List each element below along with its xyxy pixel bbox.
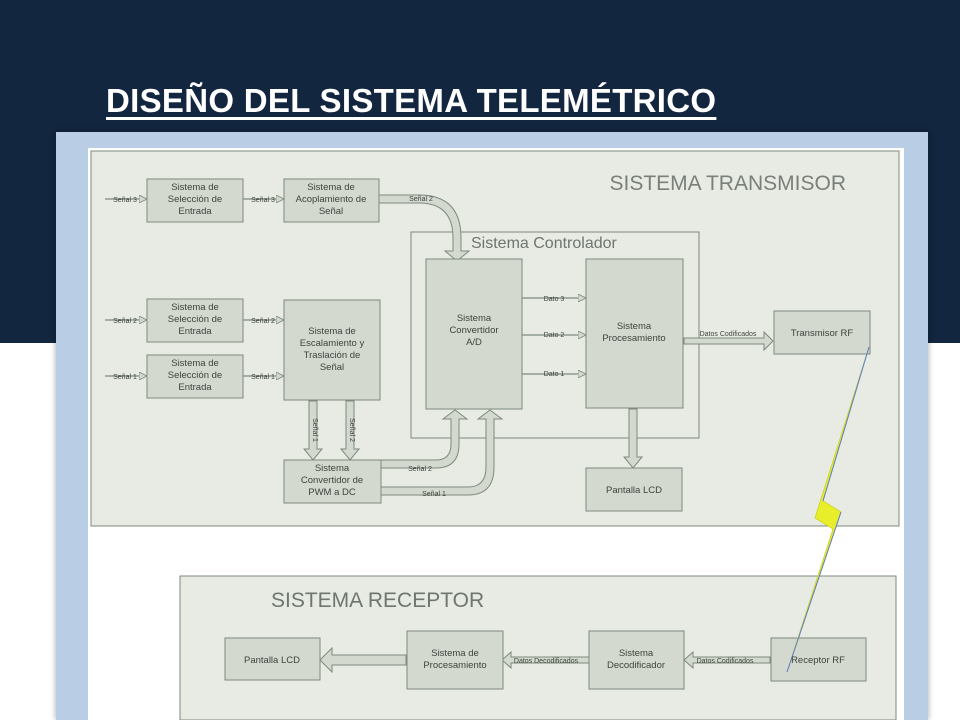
in-senal2-label: Señal 2 [113, 318, 137, 325]
controlador-title: Sistema Controlador [471, 235, 618, 252]
in-senal3-label: Señal 3 [113, 197, 137, 204]
escalamiento-senal1-arrow [302, 400, 324, 461]
transmisor-title: SISTEMA TRANSMISOR [610, 172, 847, 195]
receptor-rf-box [770, 637, 867, 682]
slide-title: DISEÑO DEL SISTEMA TELEMÉTRICO [106, 82, 717, 119]
rf-link-line-bottom [786, 511, 842, 673]
rx-decodificados-arrow [501, 650, 590, 670]
dato1-label: Dato 1 [544, 371, 565, 378]
dato2-label: Dato 2 [544, 332, 565, 339]
convertidor-ad-box [425, 258, 523, 410]
seleccion-entrada-1-box [146, 354, 244, 399]
vert-senal1-label: Señal 1 [311, 418, 318, 442]
procesamiento-tx-box [585, 258, 684, 409]
mid-senal1-label: Señal 1 [251, 374, 275, 381]
rf-link-line-top [822, 346, 870, 502]
transmisor-rf-label: Transmisor RF [791, 328, 854, 339]
diagram-canvas: SISTEMA TRANSMISOR Sistema Controlador S… [90, 150, 900, 720]
receptor-rf-label: Receptor RF [791, 655, 845, 666]
procesamiento-to-lcd-arrow [622, 408, 644, 469]
rx-to-lcd-arrow [319, 646, 407, 674]
seleccion-entrada-3-box [146, 178, 244, 223]
escalamiento-senal2-arrow [339, 400, 361, 461]
telemetry-diagram: SISTEMA TRANSMISOR Sistema Controlador S… [88, 148, 904, 720]
seleccion-entrada-2-box [146, 298, 244, 343]
pwm-out2-label: Señal 2 [408, 466, 432, 473]
receptor-title: SISTEMA RECEPTOR [271, 589, 484, 612]
escalamiento-box [283, 299, 381, 401]
acoplamiento-out-label: Señal 2 [409, 196, 433, 203]
pantalla-lcd-tx-box [585, 467, 683, 512]
rx-codificados-arrow [683, 650, 771, 670]
dato3-label: Dato 3 [544, 296, 565, 303]
pantalla-lcd-rx-box [224, 637, 321, 681]
datos-decodificados-label: Datos Decodificados [514, 658, 579, 665]
decodificador-box [588, 630, 685, 690]
pantalla-lcd-tx-label: Pantalla LCD [606, 485, 662, 496]
pwm-box [283, 459, 382, 504]
pwm-senal2-arrow [380, 409, 469, 469]
datos-codificados-tx-label: Datos Codificados [700, 331, 757, 338]
in-senal1-label: Señal 1 [113, 374, 137, 381]
procesamiento-rx-box [406, 630, 504, 690]
datos-codificados-arrow [683, 330, 774, 352]
pantalla-lcd-rx-label: Pantalla LCD [244, 655, 300, 666]
mid-senal3-label: Señal 3 [251, 197, 275, 204]
transmisor-rf-box [773, 310, 871, 355]
datos-codificados-rx-label: Datos Codificados [697, 658, 754, 665]
acoplamiento-box [283, 178, 380, 223]
pwm-senal1-arrow [380, 409, 504, 496]
mid-senal2-label: Señal 2 [251, 318, 275, 325]
vert-senal2-label: Señal 2 [348, 418, 355, 442]
pwm-out1-label: Señal 1 [422, 491, 446, 498]
